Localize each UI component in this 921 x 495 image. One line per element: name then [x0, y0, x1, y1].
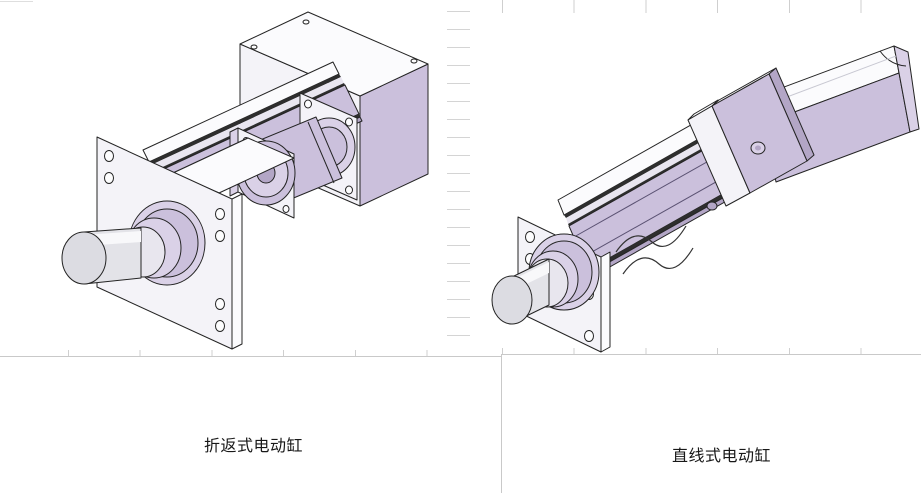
grid-row-lines [447, 0, 470, 344]
grid-column-lines [502, 0, 863, 13]
side-screw [706, 201, 718, 211]
grid-line [0, 356, 502, 357]
piston-rod [491, 250, 579, 325]
caption-foldback-cylinder: 折返式电动缸 [204, 436, 304, 455]
caption-inline-cylinder: 直线式电动缸 [672, 446, 772, 465]
grid-line [501, 354, 921, 355]
grid-line [501, 354, 502, 493]
rear-end-block [711, 67, 815, 194]
grid-line [0, 1, 33, 2]
piston-rod [61, 217, 182, 285]
grid-column-lines [68, 350, 431, 356]
inline-cylinder-illustration [491, 45, 920, 353]
grid-column-lines [502, 348, 863, 354]
foldback-cylinder-illustration [61, 11, 429, 350]
